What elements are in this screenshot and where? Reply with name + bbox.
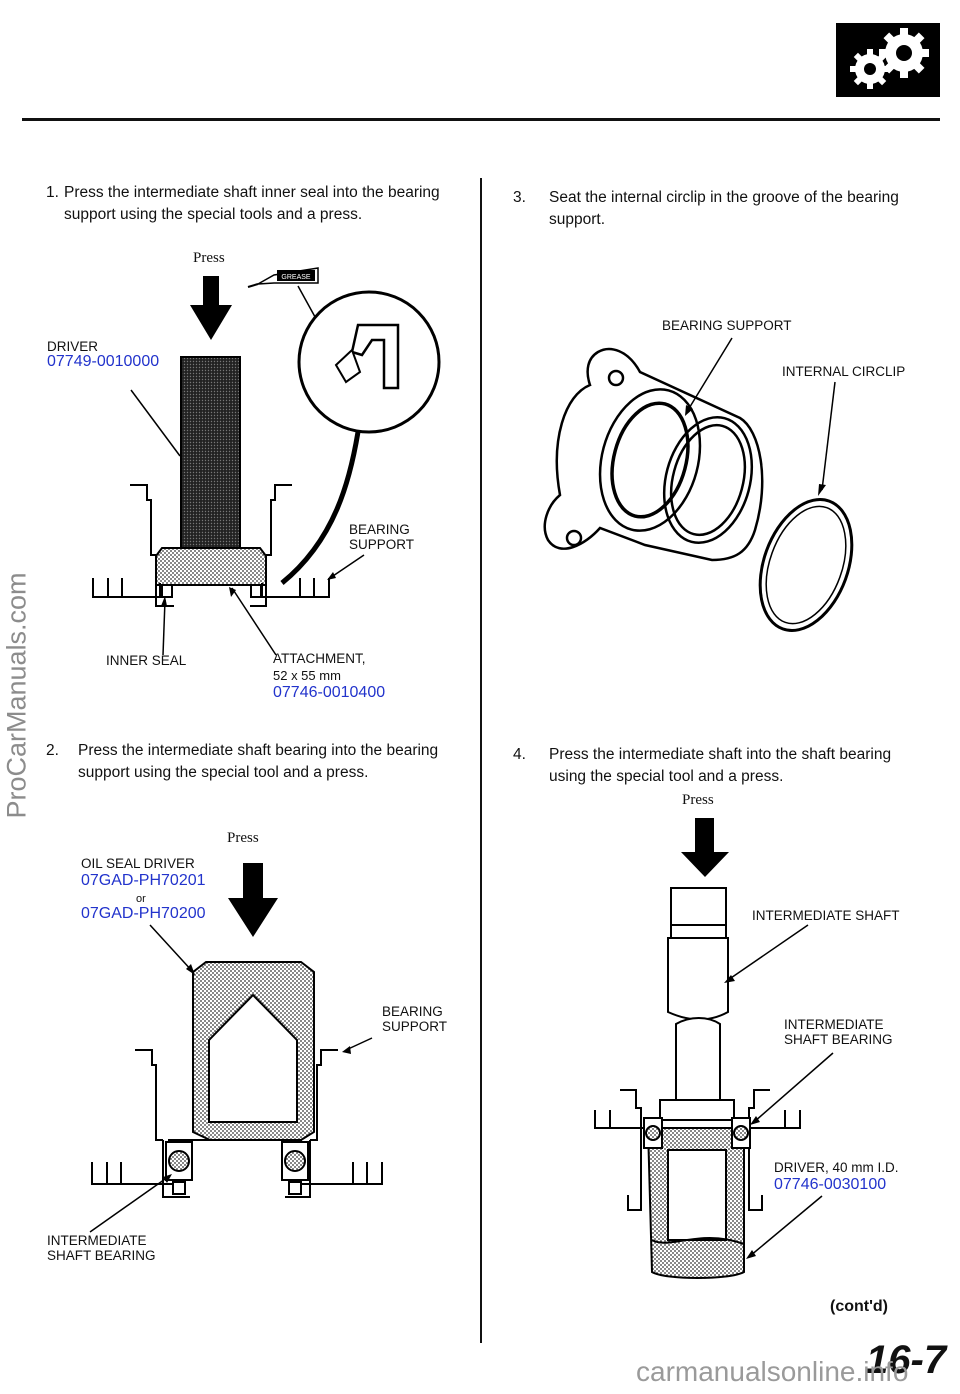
press-label: Press: [682, 792, 714, 808]
column-divider: [480, 178, 482, 1343]
driver-part-number: 07749-0010000: [47, 353, 160, 370]
step-number: 4.: [513, 746, 526, 763]
attachment-size: 52 x 55 mm: [273, 668, 341, 683]
bearing-support-housing: [543, 347, 764, 562]
press-label: Press: [227, 830, 259, 846]
step-text: Press the intermediate shaft inner seal …: [64, 184, 440, 223]
bearing-support-label: BEARING SUPPORT: [349, 522, 415, 552]
step-text: Press the intermediate shaft into the sh…: [549, 746, 892, 785]
step-number: 3.: [513, 189, 526, 206]
intermediate-shaft: [659, 887, 735, 1121]
footer-watermark: carmanualsonline.info: [636, 1356, 909, 1387]
press-arrow: [228, 863, 278, 937]
inner-seal-label: INNER SEAL: [106, 653, 187, 668]
intermediate-bearing-label: INTERMEDIATE SHAFT BEARING: [47, 1233, 156, 1263]
bearing-support-label: BEARING SUPPORT: [382, 1004, 448, 1034]
oil-seal-driver-pn-2: 07GAD-PH70200: [81, 905, 206, 922]
step-text: Seat the internal circlip in the groove …: [549, 189, 899, 228]
intermediate-bearing-label: INTERMEDIATE SHAFT BEARING: [784, 1017, 893, 1047]
driver-part-number: 07746-0030100: [774, 1176, 887, 1193]
header-rule: [22, 118, 940, 121]
step-2-instruction: 2. Press the intermediate shaft bearing …: [46, 740, 454, 784]
internal-circlip-label: INTERNAL CIRCLIP: [782, 364, 906, 379]
driver-tool: [180, 356, 241, 551]
oil-seal-driver-pn-1: 07GAD-PH70201: [81, 872, 206, 889]
driver-tool: [646, 1127, 745, 1279]
bearing-balls: [165, 1141, 309, 1195]
step-number: 1.: [46, 184, 59, 201]
or-text: or: [136, 893, 146, 905]
step-1-instruction: 1. Press the intermediate shaft inner se…: [46, 182, 454, 226]
gear-icon: [836, 23, 940, 97]
internal-circlip: [758, 498, 854, 632]
driver-label: DRIVER, 40 mm I.D.: [774, 1160, 899, 1175]
grease-label: GREASE: [281, 274, 311, 281]
step-3-instruction: 3. Seat the internal circlip in the groo…: [513, 187, 923, 231]
oil-seal-driver-label: OIL SEAL DRIVER: [81, 856, 195, 871]
step-text: Press the intermediate shaft bearing int…: [78, 742, 439, 781]
attachment-label: ATTACHMENT,: [273, 651, 366, 666]
detail-circle: [297, 290, 441, 434]
driver-label: DRIVER: [47, 339, 99, 354]
bearing-support-label: BEARING SUPPORT: [662, 318, 792, 333]
grease-tube-icon: GREASE: [247, 267, 319, 288]
attachment-part-number: 07746-0010400: [273, 684, 386, 701]
continued-label: (cont'd): [830, 1298, 889, 1315]
press-arrow: [681, 818, 729, 877]
oil-seal-driver-tool: [192, 961, 315, 1141]
step-4-instruction: 4. Press the intermediate shaft into the…: [513, 744, 923, 788]
page-number: 16-7: [866, 1338, 947, 1382]
step-number: 2.: [46, 742, 59, 759]
press-label: Press: [193, 250, 225, 266]
press-arrow: [190, 276, 232, 340]
intermediate-shaft-label: INTERMEDIATE SHAFT: [752, 908, 900, 923]
